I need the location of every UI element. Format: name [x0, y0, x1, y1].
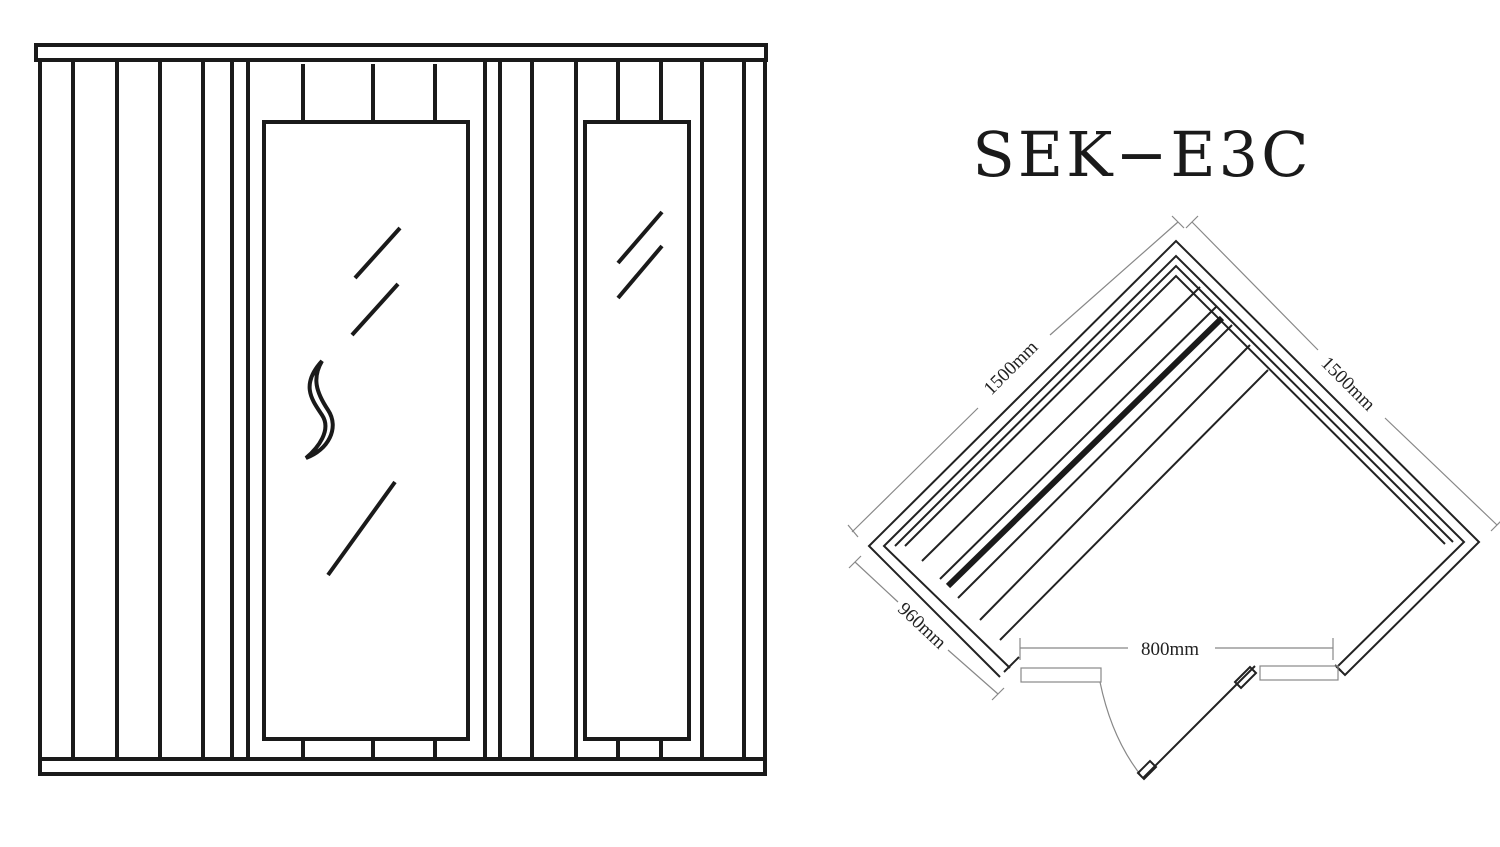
bottom-rail	[38, 757, 767, 776]
fixed-glass-right	[1259, 665, 1339, 681]
dim-left-wall: 1500mm	[980, 337, 1043, 400]
dim-door-opening: 800mm	[1141, 639, 1199, 660]
dim-side-panel: 960mm	[893, 598, 950, 653]
fixed-glass-left	[1020, 667, 1102, 683]
door-leaf	[1136, 665, 1258, 781]
model-title: SEK−E3C	[972, 118, 1311, 191]
wall-slats	[38, 60, 767, 759]
door-glass	[262, 120, 470, 741]
bench-boards	[921, 286, 1269, 641]
inner-walls	[894, 264, 1454, 547]
dim-line-left	[847, 215, 1185, 538]
door-swing-arc	[1099, 681, 1144, 779]
dim-line-right	[1185, 215, 1500, 532]
outer-walls	[867, 239, 1481, 678]
heater-bar	[945, 315, 1225, 589]
top-rail	[34, 43, 768, 62]
window-reflection-marks	[616, 210, 664, 300]
dim-line-side	[848, 555, 1005, 701]
front-elevation	[34, 43, 768, 776]
door-handle-icon	[304, 359, 335, 460]
dim-line-door	[1019, 638, 1334, 660]
floor-plan: 1500mm 1500mm 960mm 800mm	[847, 215, 1500, 781]
side-window-glass	[583, 120, 691, 741]
glass-reflection-marks	[326, 226, 402, 577]
mullions	[301, 60, 663, 759]
